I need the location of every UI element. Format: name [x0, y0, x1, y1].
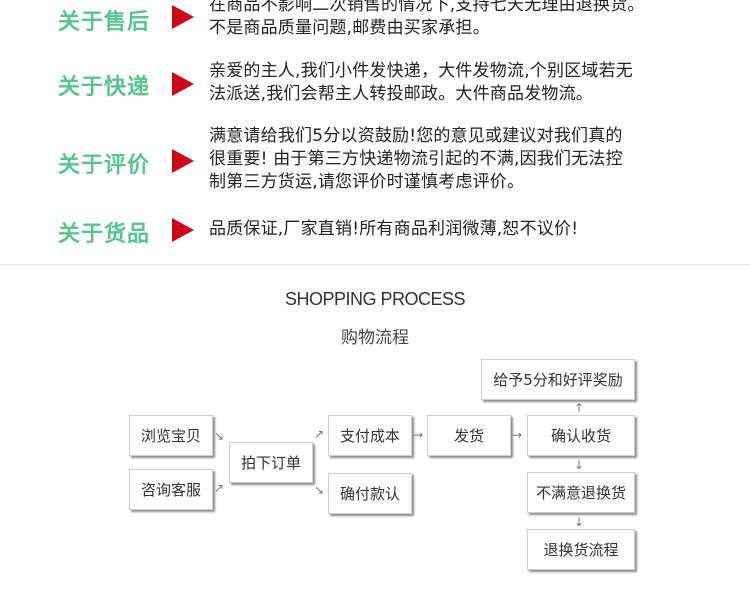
arrow-diag-down-icon: ↘	[214, 429, 225, 443]
arrow-down-icon: ↓	[574, 458, 585, 472]
policy-label: 关于快递	[58, 75, 151, 100]
arrow-diag-down-icon: ↘	[314, 483, 325, 497]
step-ship: 发货	[427, 415, 511, 456]
policy-label: 关于评价	[58, 153, 151, 178]
step-consult: 咨询客服	[129, 469, 213, 510]
red-triangle-icon	[172, 72, 194, 96]
policy-line: 满意请给我们5分以资鼓励!您的意见或建议对我们真的	[209, 126, 623, 146]
step-rate: 给予5分和好评奖励	[481, 359, 635, 400]
step-browse: 浏览宝贝	[129, 415, 213, 456]
red-triangle-icon	[172, 218, 194, 242]
arrow-diag-up-icon: ↗	[214, 481, 225, 495]
red-triangle-icon	[172, 149, 194, 173]
arrow-diag-up-icon: ↗	[314, 427, 325, 441]
arrow-down-icon: ↓	[574, 515, 585, 529]
arrow-up-icon: ↑	[574, 401, 585, 415]
step-receive: 确认收货	[527, 415, 635, 456]
policy-line: 品质保证,厂家直销!所有商品利润微薄,恕不议价!	[209, 219, 579, 239]
policy-text: 满意请给我们5分以资鼓励!您的意见或建议对我们真的 很重要! 由于第三方快递物流…	[209, 125, 729, 194]
policy-label: 关于售后	[58, 10, 151, 35]
policy-text: 在商品不影响二次销售的情况下,支持七天无理由退换货。 不是商品质量问题,邮费由买…	[209, 0, 729, 40]
policy-line: 亲爱的主人,我们小件发快递，大件发物流,个别区域若无	[209, 61, 634, 81]
policy-text: 亲爱的主人,我们小件发快递，大件发物流,个别区域若无 法派送,我们会帮主人转投邮…	[209, 60, 729, 106]
process-title: SHOPPING PROCESS	[284, 289, 466, 309]
step-confirm-pay: 确付款认	[328, 473, 412, 514]
step-pay: 支付成本	[328, 415, 412, 456]
policy-line: 很重要! 由于第三方快递物流引起的不满,因我们无法控	[209, 149, 623, 169]
red-triangle-icon	[172, 5, 194, 29]
step-return-flow: 退换货流程	[527, 529, 635, 570]
arrow-right-icon: →	[512, 428, 523, 442]
step-unsatisfied: 不满意退换货	[527, 472, 635, 513]
arrow-right-icon: →	[413, 428, 424, 442]
policy-line: 制第三方货运,请您评价时谨慎考虑评价。	[209, 172, 525, 192]
policy-text: 品质保证,厂家直销!所有商品利润微薄,恕不议价!	[209, 218, 729, 241]
policy-line: 不是商品质量问题,邮费由买家承担。	[209, 18, 490, 38]
process-subtitle: 购物流程	[341, 328, 409, 348]
section-divider	[0, 264, 750, 265]
policy-label: 关于货品	[58, 222, 151, 247]
step-order: 拍下订单	[229, 442, 313, 483]
policy-line: 在商品不影响二次销售的情况下,支持七天无理由退换货。	[209, 0, 645, 15]
policy-line: 法派送,我们会帮主人转投邮政。大件商品发物流。	[209, 84, 594, 104]
